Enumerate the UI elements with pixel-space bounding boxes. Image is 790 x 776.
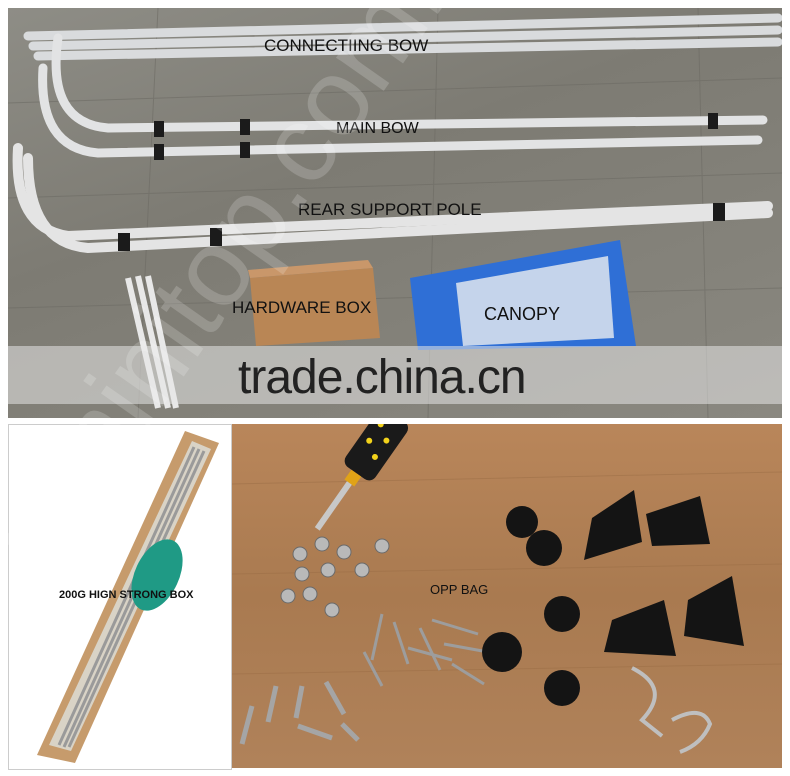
hardware-photo-panel: OPP BAG [232,424,782,768]
top-photo-panel: CONNECTIING BOW MAIN BOW REAR SUPPORT PO… [8,8,782,418]
label-main-bow: MAIN BOW [336,120,419,137]
trade-watermark: trade.china.cn [238,351,527,404]
label-canopy: CANOPY [484,304,561,324]
parts-photo [8,8,782,418]
label-connecting-bow: CONNECTIING BOW [264,36,429,55]
box-photo-panel: 200G HIGN STRONG BOX [8,424,232,770]
label-rear-support-pole: REAR SUPPORT POLE [298,200,482,219]
label-hardware-box: HARDWARE BOX [232,298,372,317]
hardware-photo [232,424,782,754]
watermark-band [8,346,782,404]
label-strong-box: 200G HIGN STRONG BOX [59,589,194,601]
label-opp-bag: OPP BAG [430,582,489,597]
strong-box-photo [37,431,219,763]
